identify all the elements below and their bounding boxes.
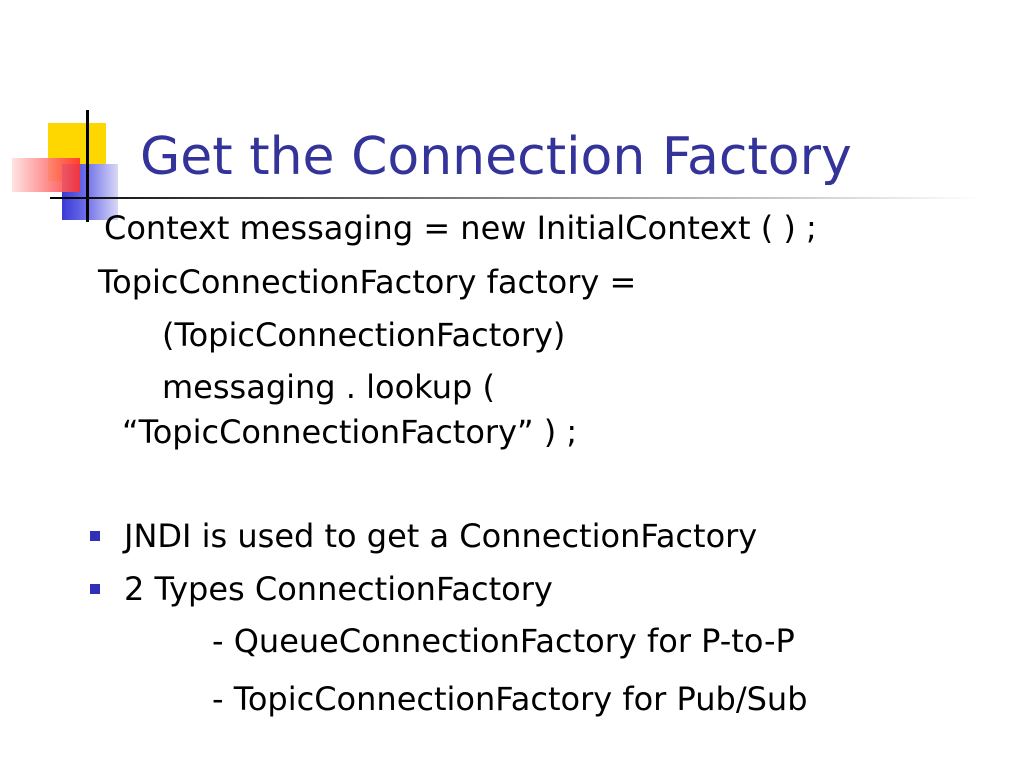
code-line: TopicConnectionFactory factory =	[98, 263, 637, 301]
red-bar-icon	[12, 158, 80, 192]
bullet-item: 2 Types ConnectionFactory	[124, 570, 553, 608]
sub-item: - QueueConnectionFactory for P-to-P	[212, 622, 795, 660]
vertical-rule	[86, 110, 89, 222]
bullet-square-icon	[90, 584, 100, 594]
bullet-square-icon	[90, 531, 100, 541]
code-line: Context messaging = new InitialContext (…	[104, 209, 817, 247]
title-underline	[50, 197, 980, 199]
slide-title: Get the Connection Factory	[140, 127, 852, 187]
code-line: (TopicConnectionFactory)	[162, 316, 566, 354]
bullet-item: JNDI is used to get a ConnectionFactory	[124, 517, 758, 555]
sub-item: - TopicConnectionFactory for Pub/Sub	[212, 680, 808, 718]
code-line: messaging . lookup (	[162, 368, 495, 406]
code-line: “TopicConnectionFactory” ) ;	[122, 413, 578, 451]
